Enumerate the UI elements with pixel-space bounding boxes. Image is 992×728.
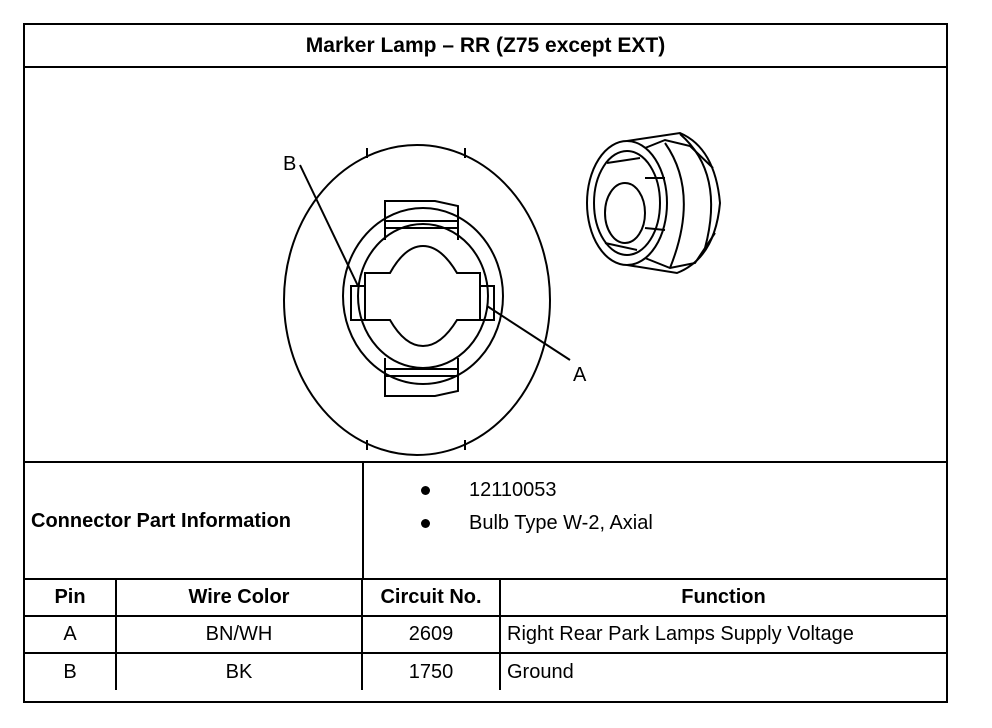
connector-info-label: Connector Part Information <box>25 463 364 579</box>
callout-line-b <box>299 164 359 287</box>
header-pin: Pin <box>25 578 117 617</box>
function-cell: Ground <box>499 652 946 690</box>
function-cell: Right Rear Park Lamps Supply Voltage <box>499 615 946 654</box>
pin-cell: A <box>25 615 117 654</box>
page-title: Marker Lamp – RR (Z75 except EXT) <box>25 25 946 68</box>
terminal-opening <box>364 244 481 348</box>
pin-table-header: Pin Wire Color Circuit No. Function <box>25 578 946 617</box>
circuit-no-cell: 2609 <box>361 615 501 654</box>
connector-inner-ring <box>342 207 504 385</box>
info-item-part-number: 12110053 <box>364 475 924 505</box>
bottom-latch <box>384 375 459 397</box>
circuit-no-cell: 1750 <box>361 652 501 690</box>
connector-drawing: B A <box>283 131 722 456</box>
wire-color-cell: BK <box>115 652 363 690</box>
connector-face-outline <box>283 144 551 456</box>
bulb-socket-illustration <box>586 131 722 275</box>
wire-color-cell: BN/WH <box>115 615 363 654</box>
info-item-bulb-type: Bulb Type W-2, Axial <box>364 508 924 538</box>
header-function: Function <box>499 578 946 617</box>
callout-b-label: B <box>283 153 296 175</box>
bullet-icon <box>421 518 430 528</box>
header-circuit-no: Circuit No. <box>361 578 501 617</box>
pin-cell: B <box>25 652 117 690</box>
connector-figure: B A <box>25 68 946 463</box>
header-wire-color: Wire Color <box>115 578 363 617</box>
bullet-icon <box>421 485 430 495</box>
pin-table: Pin Wire Color Circuit No. Function A BN… <box>25 578 946 690</box>
connector-sheet: Marker Lamp – RR (Z75 except EXT) <box>23 23 948 703</box>
connector-info-section: Connector Part Information 12110053 Bulb… <box>25 461 946 579</box>
callout-line-a <box>486 305 571 361</box>
top-latch <box>384 200 459 222</box>
table-row: B BK 1750 Ground <box>25 652 946 690</box>
connector-info-list: 12110053 Bulb Type W-2, Axial <box>364 463 944 579</box>
terminal-a <box>479 285 495 321</box>
callout-a-label: A <box>573 364 587 386</box>
table-row: A BN/WH 2609 Right Rear Park Lamps Suppl… <box>25 615 946 654</box>
